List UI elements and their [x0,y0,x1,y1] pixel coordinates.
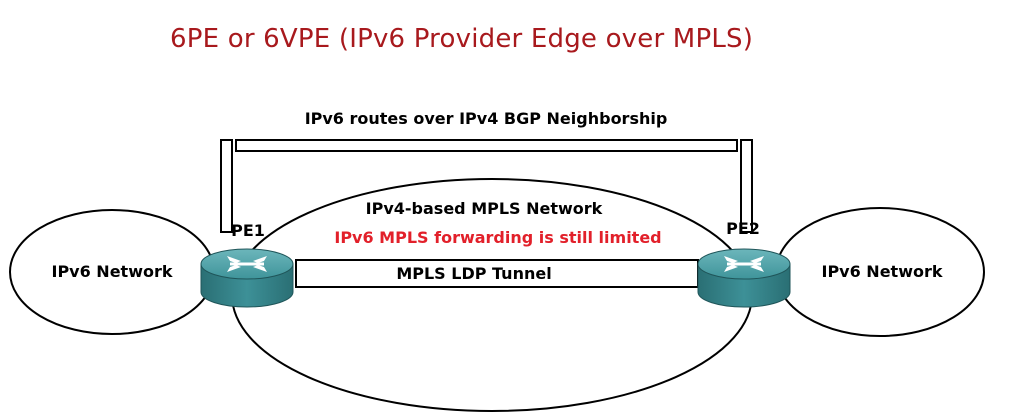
mpls-ldp-tunnel-label: MPLS LDP Tunnel [396,264,551,283]
left-ipv6-network-label: IPv6 Network [51,262,172,281]
core-network-note: IPv6 MPLS forwarding is still limited [334,228,661,247]
pe2-router-label: PE2 [726,219,760,238]
bgp-neighborship-label: IPv6 routes over IPv4 BGP Neighborship [305,109,668,128]
mpls-ldp-tunnel [295,259,699,288]
pe2-router-icon [697,248,791,308]
page-title: 6PE or 6VPE (IPv6 Provider Edge over MPL… [170,24,754,54]
right-ipv6-network-label: IPv6 Network [821,262,942,281]
bgp-neighborship-bracket [220,139,753,233]
pe1-router-icon [200,248,294,308]
pe1-router-label: PE1 [231,221,265,240]
core-network-label: IPv4-based MPLS Network [366,199,603,218]
